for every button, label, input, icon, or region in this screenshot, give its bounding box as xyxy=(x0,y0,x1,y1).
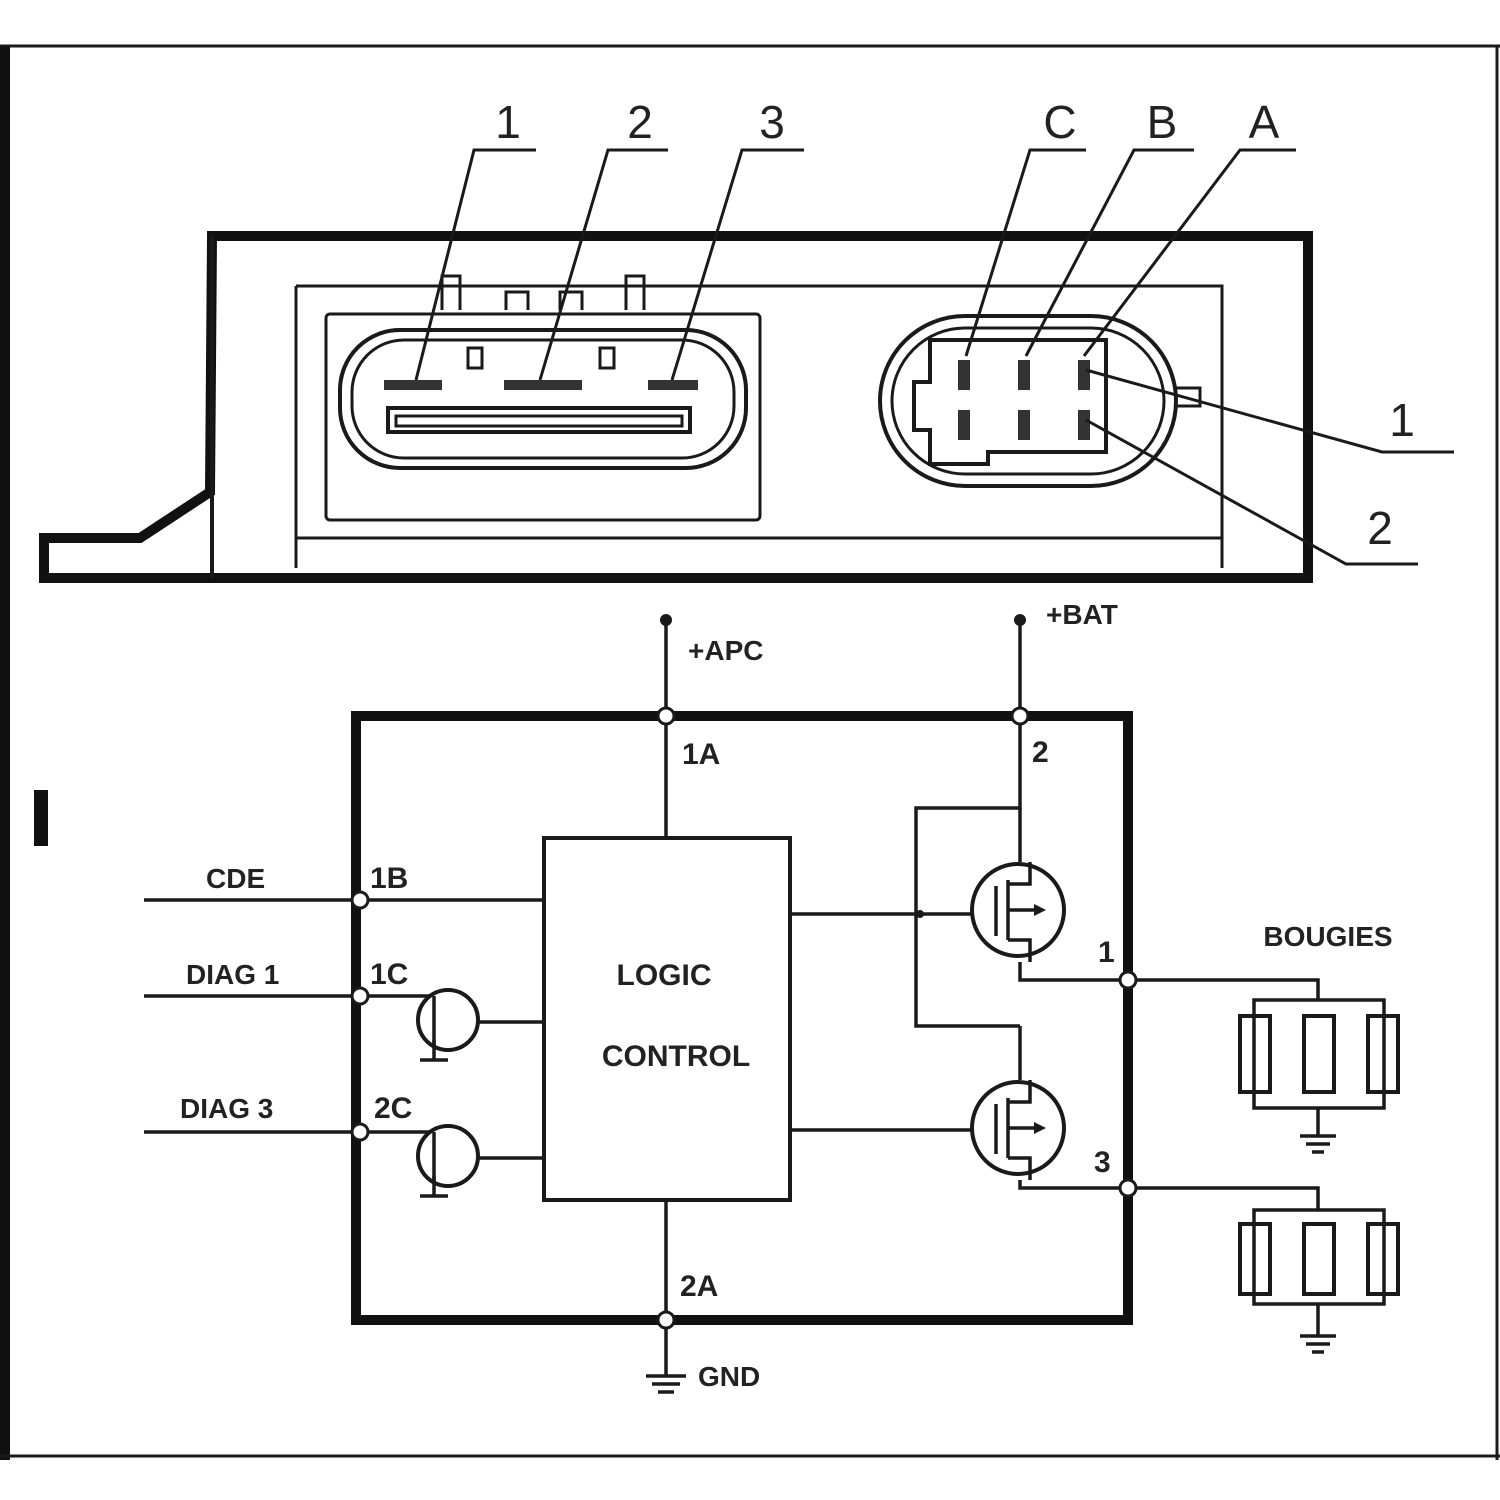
pin-2a-label: 2A xyxy=(680,1270,718,1303)
diag1-label: DIAG 1 xyxy=(186,959,279,990)
logic-control-block xyxy=(542,836,792,1202)
pin-1-label: 1 xyxy=(1098,936,1115,969)
callout-left-2: 2 xyxy=(627,96,653,148)
ground-icon xyxy=(646,1320,686,1394)
callout-left-3: 3 xyxy=(759,96,785,148)
callout-side-1: 1 xyxy=(1389,394,1415,446)
supply-apc xyxy=(660,614,672,716)
left-connector xyxy=(324,274,762,522)
logic-block-label-2: CONTROL xyxy=(602,1040,750,1073)
mosfet-2-icon xyxy=(970,1080,1066,1180)
cde-label: CDE xyxy=(206,863,265,894)
callout-right-b: B xyxy=(1147,96,1178,148)
right-terminal-c2 xyxy=(958,410,970,440)
right-terminal-c1 xyxy=(958,360,970,390)
frame-mark xyxy=(34,790,48,846)
mosfet-1-icon xyxy=(970,862,1066,962)
callout-side-2: 2 xyxy=(1367,502,1393,554)
right-terminal-a2 xyxy=(1078,410,1090,440)
pin-nodes xyxy=(350,706,1138,1330)
callout-right-c: C xyxy=(1043,96,1076,148)
supply-bat xyxy=(1014,614,1026,716)
right-terminal-b2 xyxy=(1018,410,1030,440)
diag1-transistor-icon xyxy=(416,988,480,1062)
output-1-wire xyxy=(1128,978,1320,1000)
gnd-label: GND xyxy=(698,1361,760,1392)
pin-1a-label: 1A xyxy=(682,738,720,771)
pin-1b-label: 1B xyxy=(370,862,408,895)
glow-plug-bank-1-icon xyxy=(1238,998,1400,1154)
supply-bat-label: +BAT xyxy=(1046,599,1118,630)
module-outline xyxy=(351,711,1133,1325)
pin-3-label: 3 xyxy=(1094,1146,1111,1179)
pin-2c-label: 2C xyxy=(374,1092,412,1125)
diag3-label: DIAG 3 xyxy=(180,1093,273,1124)
left-terminal-1 xyxy=(384,380,442,390)
left-terminal-2 xyxy=(504,380,582,390)
left-terminal-3 xyxy=(648,380,698,390)
internal-wiring xyxy=(360,716,1128,1320)
callout-right-a: A xyxy=(1249,96,1280,148)
bougies-label: BOUGIES xyxy=(1263,921,1392,952)
right-terminal-b1 xyxy=(1018,360,1030,390)
glow-plug-bank-2-icon xyxy=(1238,1208,1400,1354)
right-terminal-a1 xyxy=(1078,360,1090,390)
page-frame xyxy=(0,44,1500,1460)
callout-leaders xyxy=(414,148,1454,566)
schematic: +APC +BAT LOGIC CONTROL xyxy=(144,599,1400,1394)
connector-housing-view: 1 2 3 C B A 1 2 xyxy=(39,96,1454,583)
callout-left-1: 1 xyxy=(495,96,521,148)
supply-apc-label: +APC xyxy=(688,635,763,666)
pin-2-label: 2 xyxy=(1032,736,1049,769)
logic-block-label-1: LOGIC xyxy=(617,959,712,992)
output-3-wire xyxy=(1128,1186,1320,1210)
pin-1c-label: 1C xyxy=(370,958,408,991)
diag3-transistor-icon xyxy=(416,1124,480,1198)
right-connector xyxy=(878,314,1202,488)
